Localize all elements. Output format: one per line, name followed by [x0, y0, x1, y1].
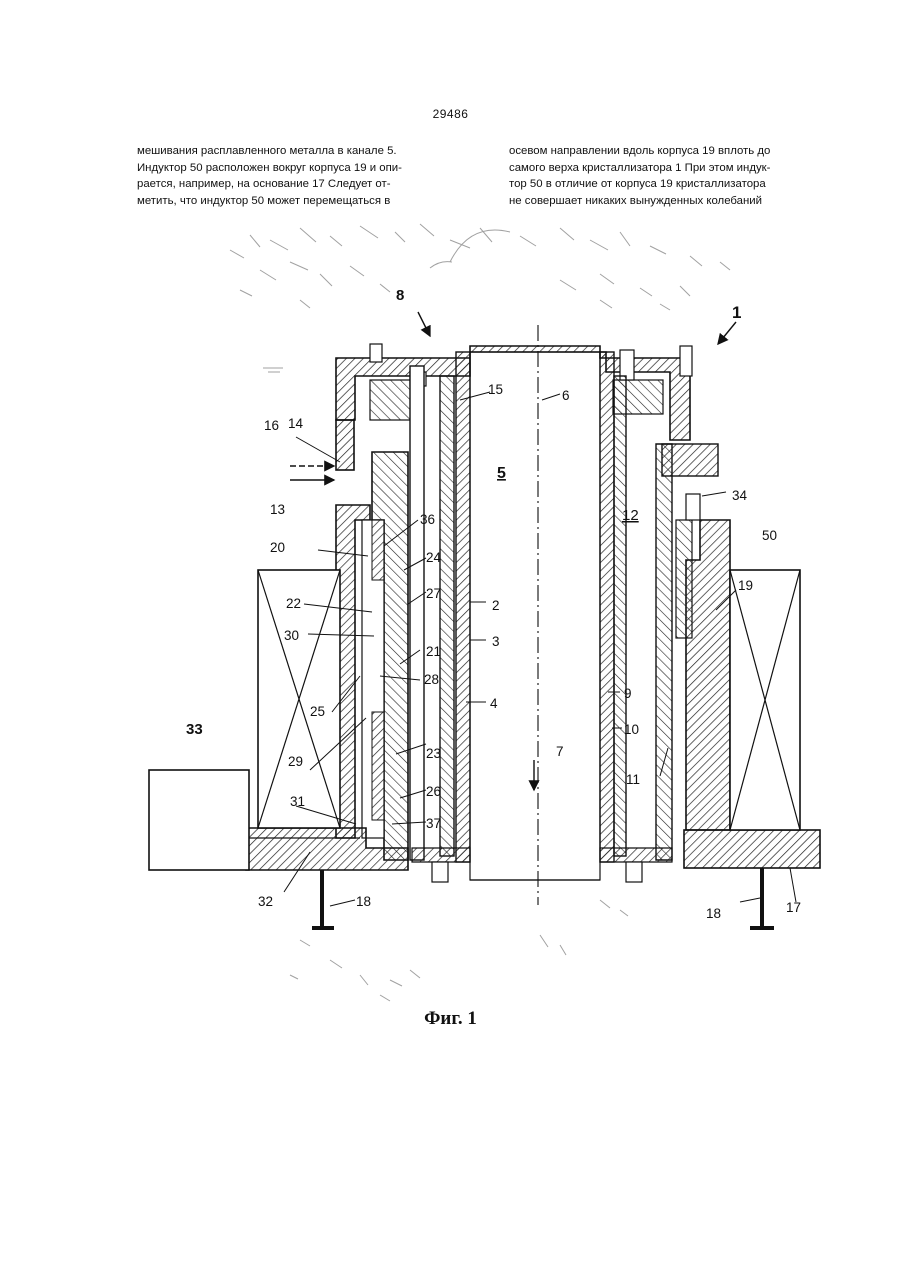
support-18-left [312, 870, 334, 928]
cooling-gap-left [410, 366, 424, 860]
label: 17 [786, 900, 801, 915]
label: 12 [622, 507, 639, 524]
label: 15 [488, 382, 503, 397]
upper-flange-right [662, 444, 718, 476]
spring-insert [372, 520, 384, 580]
upper-seal-left [370, 380, 412, 420]
label: 20 [270, 540, 285, 555]
label: 18 [706, 906, 721, 921]
metal-channel-5 [470, 352, 600, 880]
label: 6 [562, 388, 570, 403]
label: 32 [258, 894, 273, 909]
figure-caption: Фиг. 1 [0, 1008, 901, 1030]
label: 34 [732, 488, 748, 503]
spring-insert [372, 712, 384, 820]
tube-liner-right [600, 352, 614, 862]
tube-wall-right [614, 376, 626, 856]
label: 37 [426, 816, 441, 831]
label: 31 [290, 794, 305, 809]
control-box-33 [149, 770, 249, 870]
bolt-head [432, 862, 448, 882]
sensor-34 [686, 494, 700, 520]
label: 11 [626, 772, 640, 787]
label: 2 [492, 598, 500, 613]
label: 50 [762, 528, 777, 543]
label: 27 [426, 586, 441, 601]
label: 24 [426, 550, 442, 565]
label: 36 [420, 512, 435, 527]
pointer-arrow-8 [418, 312, 430, 336]
label: 29 [288, 754, 303, 769]
label: 10 [624, 722, 639, 737]
label: 8 [396, 287, 404, 304]
bottom-flange-left [412, 848, 470, 862]
label: 14 [288, 416, 304, 431]
outer-wall-left [336, 420, 354, 470]
base-plate-17 [684, 830, 820, 868]
label: 13 [270, 502, 285, 517]
inductor-coil-right [730, 570, 800, 830]
label: 5 [497, 465, 506, 482]
label: 9 [624, 686, 632, 701]
label: 19 [738, 578, 753, 593]
bolt-head [680, 346, 692, 376]
inner-jacket-right [656, 444, 672, 860]
label: 33 [186, 721, 203, 738]
label: 30 [284, 628, 299, 643]
label: 18 [356, 894, 371, 909]
support-18-right [750, 868, 774, 928]
label: 25 [310, 704, 325, 719]
label: 1 [732, 303, 741, 322]
tube-wall-left [440, 376, 454, 856]
bolt-head [626, 862, 642, 882]
pointer-arrow-1 [718, 322, 736, 344]
label: 3 [492, 634, 500, 649]
label: 4 [490, 696, 498, 711]
label: 16 [264, 418, 279, 433]
label: 28 [424, 672, 439, 687]
label: 23 [426, 746, 441, 761]
label: 26 [426, 784, 441, 799]
guide-right [676, 520, 692, 638]
label: 21 [426, 644, 441, 659]
bottom-flange-right [600, 848, 672, 862]
bolt-head [370, 344, 382, 362]
tube-liner-left [456, 352, 470, 862]
label: 22 [286, 596, 301, 611]
label: 7 [556, 744, 564, 759]
